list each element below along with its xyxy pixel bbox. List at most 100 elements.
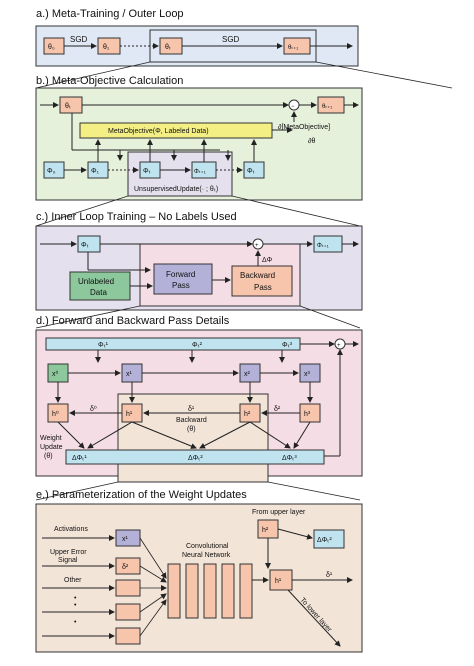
d-theta2-label: (θ) xyxy=(44,453,53,460)
d-phi1-label: Φₜ¹ xyxy=(98,342,109,349)
section-d-title: d.) Forward and Backward Pass Details xyxy=(36,315,230,327)
d-phi3-label: Φₜ³ xyxy=(282,342,293,349)
e-dphi2-label: ΔΦₜ² xyxy=(317,537,332,544)
d-h2-dphi2 xyxy=(199,421,251,449)
e-activations-label: Activations xyxy=(54,526,88,533)
d-h1-dphi2 xyxy=(131,421,197,449)
e-from-upper-label: From upper layer xyxy=(252,509,306,516)
e-cnn-label-2: Neural Network xyxy=(182,552,231,559)
d-dphi2-label: ΔΦₜ² xyxy=(188,455,203,462)
b-minus-label: − xyxy=(291,104,295,110)
section-e-panel xyxy=(35,503,363,653)
a-sgd2-label: SGD xyxy=(222,35,240,44)
b-unsup-update-label: UnsupervisedUpdate(· ; θₜ) xyxy=(134,186,218,193)
c-unlabeled-data-box xyxy=(69,271,131,301)
c-delta-phi-label: ΔΦ xyxy=(262,257,273,264)
d-d2-label: δ² xyxy=(274,406,281,413)
e-d2-label: δ² xyxy=(122,564,129,571)
c-backward-label: Backward xyxy=(240,271,275,280)
b-thetat-box xyxy=(59,96,83,114)
e-signal-label: Signal xyxy=(58,557,78,564)
b-phi1-label: Φ₁ xyxy=(91,168,100,175)
c-backward-pass-label: Pass xyxy=(254,283,272,292)
b-thetat1-label: θₜ₊₁ xyxy=(322,104,332,110)
d-h2-dphi3 xyxy=(249,421,291,449)
e-fan-2 xyxy=(139,565,167,583)
e-arrow-lower xyxy=(287,589,341,647)
d-h1-label: h¹ xyxy=(126,411,133,418)
d-h0-label: h⁰ xyxy=(52,410,59,418)
b-meta-objective-label: MetaObjective(Φ, Labeled Data) xyxy=(108,128,209,135)
e-cnn-layer-5 xyxy=(239,563,253,619)
b-thetat-label: θₜ xyxy=(65,103,71,110)
d-backward-label: Backward xyxy=(176,417,207,424)
c-phit1-label: Φₜ₊₁ xyxy=(317,243,329,249)
zoom-line-d-left xyxy=(35,481,119,501)
e-other-label: Other xyxy=(64,577,82,584)
e-fan-1 xyxy=(139,537,167,579)
zoom-line-a-left xyxy=(35,61,151,89)
e-dots-1: • xyxy=(74,595,77,602)
c-phit-label: Φₜ xyxy=(81,242,89,249)
e-other-box-2 xyxy=(115,603,141,621)
e-d1-label: δ¹ xyxy=(326,572,333,579)
c-plus-label: + xyxy=(255,243,259,249)
b-phit1-label: Φₜ₊₁ xyxy=(194,169,206,175)
a-thetat-box xyxy=(159,37,183,55)
e-cnn-layer-2 xyxy=(185,563,199,619)
e-x1-label: x¹ xyxy=(122,536,129,543)
e-upper-error-label: Upper Error xyxy=(50,549,87,556)
zoom-line-b-right xyxy=(231,195,361,227)
d-dphi1-label: ΔΦₜ¹ xyxy=(72,455,87,462)
d-dphi-bar xyxy=(65,449,325,465)
e-cnn-label-1: Convolutional xyxy=(186,543,229,550)
d-x1-label: x¹ xyxy=(126,371,133,378)
c-data-label: Data xyxy=(90,288,107,297)
d-h2-label: h² xyxy=(244,411,251,418)
d-dphi3-label: ΔΦₜ³ xyxy=(282,455,297,462)
zoom-line-c-right xyxy=(299,305,361,329)
section-c-title: c.) Inner Loop Training – No Labels Used xyxy=(36,211,237,223)
e-cnn-layer-1 xyxy=(167,563,181,619)
d-x2-box xyxy=(239,363,261,383)
section-a-title: a.) Meta-Training / Outer Loop xyxy=(36,8,184,20)
d-h0-dphi1 xyxy=(57,421,85,449)
d-weight-label: Weight xyxy=(40,435,62,442)
b-grad-bottom: ∂θ xyxy=(308,138,315,145)
d-x3-label: x³ xyxy=(304,371,311,378)
d-x1-box xyxy=(121,363,143,383)
zoom-line-a-right xyxy=(315,61,453,89)
d-h1-dphi1 xyxy=(87,421,133,449)
a-thetat1-label: θₜ₊₁ xyxy=(288,45,298,51)
a-thetat-label: θₜ xyxy=(165,44,171,51)
e-cnn-layer-4 xyxy=(221,563,235,619)
d-h3-dphi3 xyxy=(293,421,311,449)
d-x2-label: x² xyxy=(244,371,251,378)
c-forward-pass-box xyxy=(153,263,213,295)
section-b-title: b.) Meta-Objective Calculation xyxy=(36,75,183,87)
d-phi2-label: Φₜ² xyxy=(192,342,203,349)
d-plus-label: + xyxy=(337,343,341,349)
e-h2-label: h² xyxy=(262,527,269,534)
b-grad-top: ∂[MetaObjective] xyxy=(278,124,330,131)
e-dots-3: • xyxy=(74,619,77,626)
e-x1-box xyxy=(115,529,141,547)
zoom-line-d-right xyxy=(267,481,361,501)
a-sgd1-label: SGD xyxy=(70,35,88,44)
b-phiT-label: Φₜ xyxy=(247,168,255,175)
e-dots-2: • xyxy=(74,602,77,609)
a-theta0-label: θ₀ xyxy=(48,44,55,51)
e-other-box-1 xyxy=(115,579,141,597)
e-cnn-layer-3 xyxy=(203,563,217,619)
c-forward-pass-label: Pass xyxy=(172,281,190,290)
c-forward-label: Forward xyxy=(166,270,195,279)
d-d1-label: δ¹ xyxy=(188,406,195,413)
c-backward-pass-box xyxy=(231,265,293,297)
d-update-label: Update xyxy=(40,444,63,451)
e-arrow-h2-dphi xyxy=(277,528,313,540)
e-fan-4 xyxy=(139,593,167,613)
d-phi-bar xyxy=(45,337,301,351)
d-x0-label: x⁰ xyxy=(52,370,59,378)
d-x3-box xyxy=(299,363,321,383)
